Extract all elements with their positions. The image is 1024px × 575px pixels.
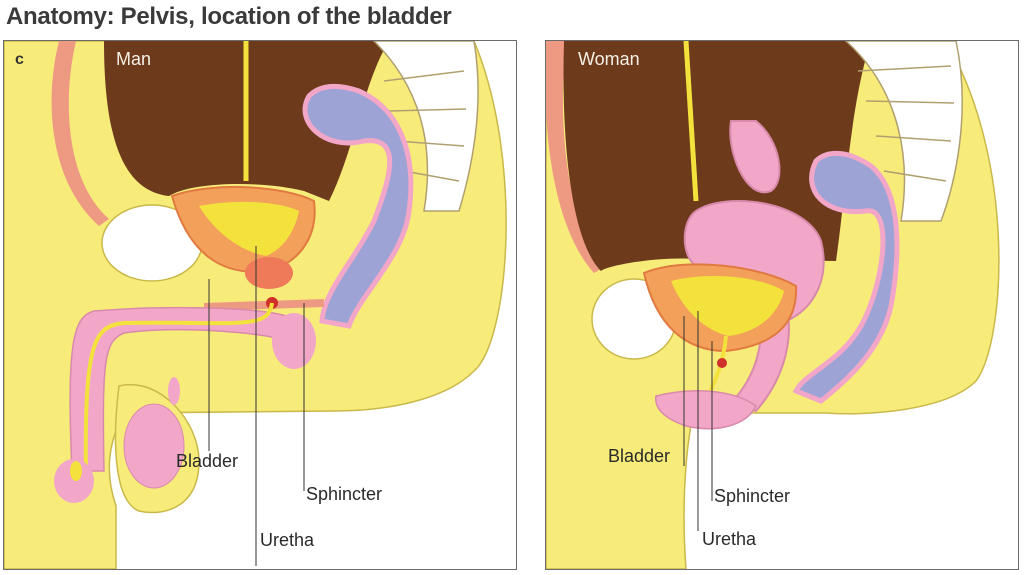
woman-sphincter [717,358,727,368]
woman-fallopian-tube [729,120,781,194]
woman-sphincter-label: Sphincter [714,486,791,506]
woman-bladder-label: Bladder [608,446,671,466]
man-urine [199,201,299,256]
woman-panel-title: Woman [578,49,640,69]
man-panel: c Man Bladder Sphincter Uretha [3,40,517,570]
man-bladder-label: Bladder [176,451,239,471]
man-sphincter-label: Sphincter [306,484,383,504]
page-title: Anatomy: Pelvis, location of the bladder [6,3,452,30]
woman-urine [671,276,784,336]
man-testis [123,403,185,489]
man-urethra [83,302,274,482]
woman-rectum [792,150,900,404]
man-anatomy-illustration [4,41,507,569]
woman-anatomy-illustration [546,41,1000,569]
man-uretha-label: Uretha [260,530,315,550]
man-rectum [302,83,414,329]
man-abdominal-muscle [51,41,109,226]
man-prostate [245,257,293,289]
woman-panel: Woman Bladder Sphincter Uretha [545,40,1019,570]
man-panel-title: Man [116,49,152,69]
woman-spine [844,41,963,222]
figure-letter: c [15,51,24,68]
man-glans [54,459,94,503]
man-spine [372,41,479,212]
woman-uretha-label: Uretha [702,529,757,549]
woman-abdominal-muscle [546,41,606,273]
woman-vulva [655,390,757,430]
